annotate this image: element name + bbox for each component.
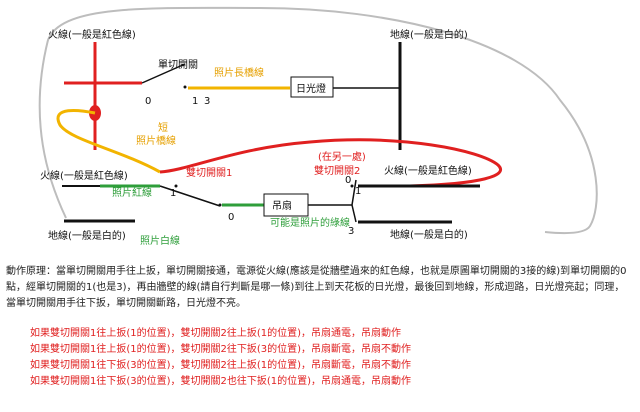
single-switch-pos-3: 3	[204, 96, 210, 107]
hot-wire-loop	[159, 138, 502, 188]
other-location-note: (在另一處)	[318, 150, 366, 163]
single-switch-contact	[183, 85, 187, 89]
green-wire-label: 可能是照片的綠線	[270, 216, 350, 229]
photo-red-wire-label: 照片紅線	[112, 186, 152, 199]
short-bridge-label-1: 短	[158, 121, 168, 134]
double-switch-2-lower	[351, 204, 357, 223]
double-switch-1-lever	[159, 185, 221, 207]
double-switch-1-label: 雙切開關1	[186, 166, 232, 179]
wiring-diagram: 火線(一般是紅色線) 地線(一般是白的) 單切開關 照片長橋線 日光燈 0 1 …	[38, 6, 598, 247]
single-switch-label: 單切開關	[158, 59, 198, 71]
switch-case-3: 如果雙切開關1往下扳(3的位置)，雙切開關2往上扳(1的位置)，吊扇斷電，吊扇不…	[30, 360, 412, 371]
lamp-label: 日光燈	[296, 82, 326, 95]
outer-wiring-loop	[38, 6, 598, 235]
lamp-box	[290, 76, 334, 98]
short-bridge-label-2: 照片橋線	[136, 134, 176, 147]
short-bridge-wire	[56, 109, 161, 174]
fan-label: 吊扇	[272, 199, 292, 212]
double-switch-1-pos0	[218, 203, 222, 207]
neutral-wire-top-label: 地線(一般是白的)	[390, 28, 468, 41]
single-switch-pos-1: 1	[192, 96, 198, 107]
neutral-wire-right-label: 地線(一般是白的)	[390, 228, 468, 241]
photo-white-wire-label: 照片白線	[140, 234, 180, 247]
single-switch-lever	[141, 63, 186, 84]
hot-wire-top-label: 火線(一般是紅色線)	[48, 28, 136, 41]
switch-case-2: 如果雙切開關1往上扳(1的位置)，雙切開關2往下扳(3的位置)，吊扇斷電，吊扇不…	[30, 344, 412, 355]
double-switch-2-lever	[351, 179, 357, 206]
hot-wire-right-label: 火線(一般是紅色線)	[384, 164, 472, 177]
double-switch-1-pos-1: 1	[170, 188, 176, 199]
double-switch-2-pos-3: 3	[348, 226, 354, 237]
long-bridge-label: 照片長橋線	[214, 66, 264, 79]
switch-case-1: 如果雙切開關1往上扳(1的位置)，雙切開關2往上扳(1的位置)，吊扇通電，吊扇動…	[30, 328, 402, 339]
switch-case-4: 如果雙切開關1往下扳(3的位置)，雙切開關2也往下扳(1的位置)，吊扇通電，吊扇…	[30, 376, 412, 387]
neutral-wire-left-label: 地線(一般是白的)	[48, 229, 126, 242]
double-switch-2-pos0	[350, 184, 354, 188]
explanation-text: 動作原理：當單切開關用手往上扳，單切開關接通，電源從火線(應該是從牆壁過來的紅色…	[6, 266, 627, 309]
double-switch-1-pos1	[174, 184, 178, 188]
double-switch-2-pos-1: 1	[355, 186, 361, 197]
double-switch-2-label: 雙切開關2	[314, 164, 360, 177]
switch-cases-list: 如果雙切開關1往上扳(1的位置)，雙切開關2往上扳(1的位置)，吊扇通電，吊扇動…	[30, 326, 411, 390]
double-switch-2-pos-0: 0	[345, 175, 351, 186]
hot-wire-left-label: 火線(一般是紅色線)	[40, 169, 128, 182]
double-switch-1-pos-0: 0	[228, 212, 234, 223]
single-switch-pos-0: 0	[145, 96, 151, 107]
